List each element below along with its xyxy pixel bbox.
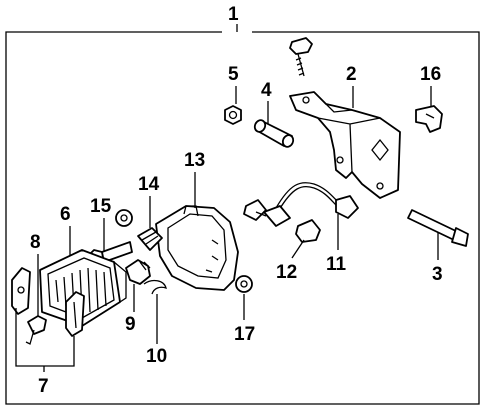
callout-4-label: 4	[261, 80, 272, 101]
callout-10[interactable]: 10	[146, 294, 167, 367]
bolt-3	[407, 209, 469, 247]
callout-9[interactable]: 9	[125, 284, 136, 335]
callout-13-label: 13	[184, 150, 205, 171]
callout-14-label: 14	[138, 174, 160, 195]
callout-17[interactable]: 17	[234, 294, 255, 345]
connector-12	[295, 219, 321, 243]
callout-11[interactable]: 11	[326, 214, 347, 275]
callout-1[interactable]: 1	[228, 4, 239, 32]
callout-14[interactable]: 14	[138, 174, 160, 228]
callout-13[interactable]: 13	[184, 150, 205, 208]
bulb-9	[125, 259, 151, 285]
callout-15[interactable]: 15	[90, 196, 112, 252]
clip-10	[143, 279, 167, 295]
housing-13	[155, 205, 239, 291]
bulb-socket-14	[137, 227, 163, 251]
callout-6-label: 6	[60, 204, 71, 225]
bracket-7-right	[65, 291, 85, 337]
callout-8[interactable]: 8	[30, 232, 41, 316]
callout-10-label: 10	[146, 346, 167, 367]
bracket-7-left	[11, 267, 31, 315]
bracket-2	[289, 91, 401, 199]
lamp-6	[39, 249, 127, 327]
callout-7-label: 7	[38, 376, 49, 397]
callout-5-label: 5	[228, 64, 239, 85]
callout-11-label: 11	[326, 254, 347, 275]
callout-3[interactable]: 3	[432, 232, 443, 285]
callout-6[interactable]: 6	[60, 204, 71, 256]
callout-12-label: 12	[276, 262, 297, 283]
clip-16	[415, 105, 443, 133]
callout-16-label: 16	[420, 64, 441, 85]
callout-9-label: 9	[125, 314, 136, 335]
callout-17-label: 17	[234, 324, 255, 345]
spacer-4	[253, 119, 295, 148]
callout-16[interactable]: 16	[420, 64, 441, 106]
assembly-frame	[5, 31, 480, 405]
callout-12[interactable]: 12	[276, 239, 305, 283]
screw-8	[25, 315, 47, 345]
nut-15	[115, 209, 133, 227]
top-bolt	[289, 37, 313, 77]
callout-7[interactable]: 7	[15, 308, 75, 397]
nut-5	[224, 105, 242, 125]
callout-5[interactable]: 5	[228, 64, 239, 104]
callout-8-label: 8	[30, 232, 41, 253]
callout-15-label: 15	[90, 196, 112, 217]
nut-17	[235, 275, 253, 293]
callout-2-label: 2	[346, 64, 357, 85]
callout-1-label: 1	[228, 4, 239, 25]
callout-2[interactable]: 2	[346, 64, 357, 108]
wiring-harness-11	[243, 182, 359, 227]
callout-3-label: 3	[432, 264, 443, 285]
callout-4[interactable]: 4	[261, 80, 272, 124]
